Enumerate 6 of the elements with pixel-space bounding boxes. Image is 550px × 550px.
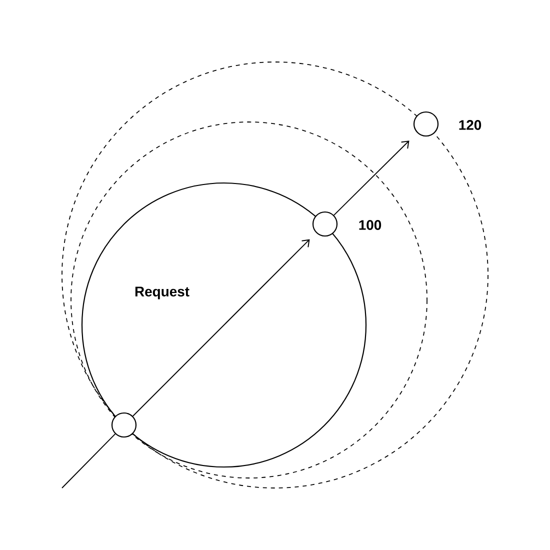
point-circle [111, 412, 137, 438]
value-label: 120 [459, 120, 482, 130]
circle-label: Request [135, 286, 190, 300]
arrow [132, 239, 310, 417]
value-label: 100 [359, 220, 382, 230]
arrow [333, 140, 410, 216]
